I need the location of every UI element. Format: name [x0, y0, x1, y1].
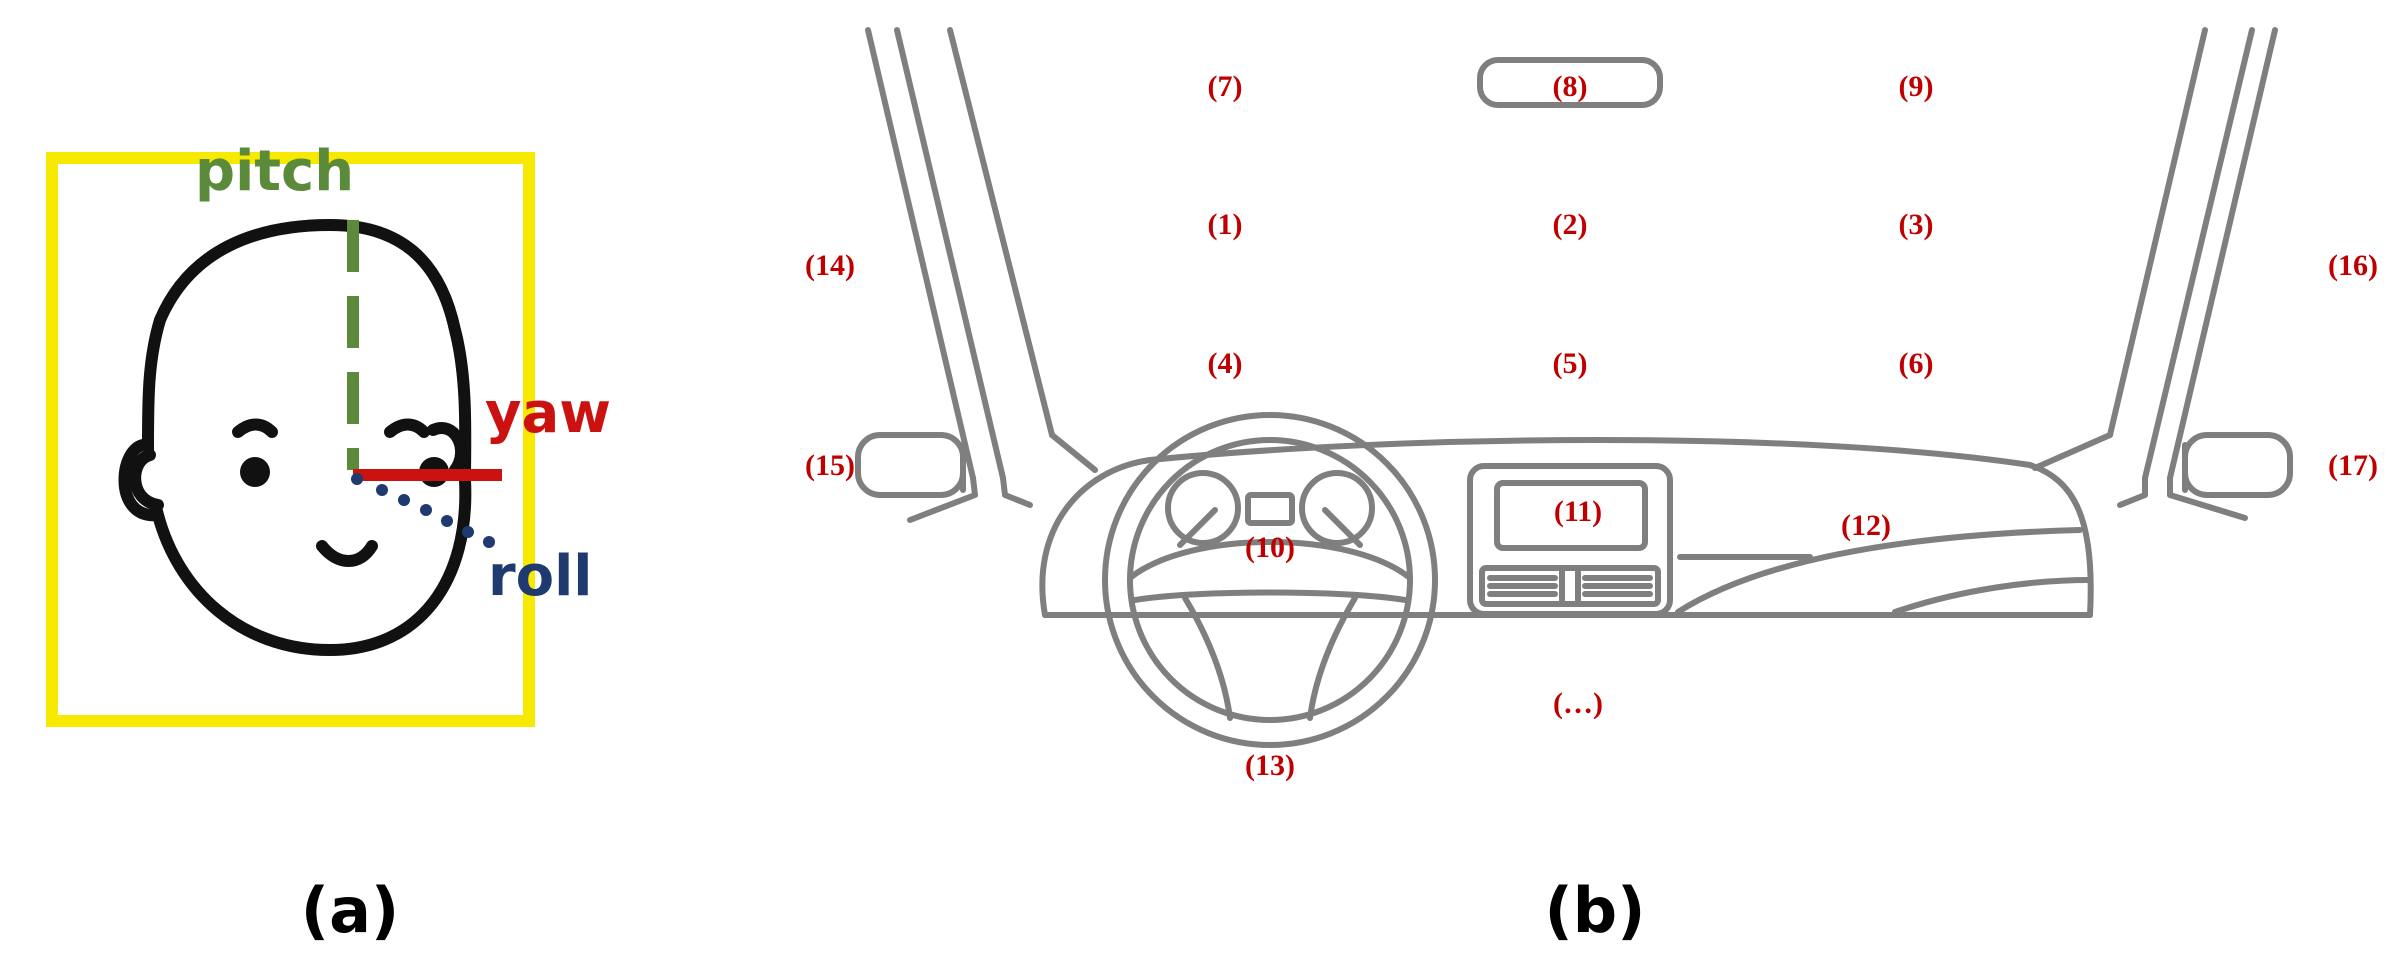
pitch-label: pitch [195, 139, 354, 204]
right-a-pillar-inner [2107, 27, 2208, 438]
region-label-3: (3) [1899, 208, 1934, 241]
region-label-15: (15) [805, 449, 855, 482]
region-label-9: (9) [1899, 70, 1934, 103]
rear-view-mirror [1477, 57, 1663, 108]
region-label-8: (8) [1553, 70, 1588, 103]
region-label-5: (5) [1553, 347, 1588, 380]
region-labels: (7) (8) (9) (1) (2) (3) (14) (16) (4) (5… [805, 70, 2378, 782]
left-eye [240, 457, 270, 487]
right-side-mirror [2182, 432, 2293, 498]
right-gauge [1299, 470, 1375, 546]
head-icon [118, 218, 472, 657]
region-label-more: (…) [1553, 687, 1603, 720]
left-a-pillar-inner [947, 27, 1055, 438]
region-label-2: (2) [1553, 208, 1588, 241]
region-label-16: (16) [2328, 249, 2378, 282]
left-a-pillar-outer [865, 27, 976, 481]
region-label-10: (10) [1245, 531, 1295, 564]
center-console [1467, 463, 1673, 617]
infotainment-screen [1494, 480, 1648, 551]
left-side-mirror [855, 432, 966, 498]
yaw-label: yaw [485, 381, 611, 446]
left-gauge [1165, 470, 1241, 546]
right-a-pillar-outer [2167, 27, 2278, 481]
region-label-1: (1) [1208, 208, 1243, 241]
roll-axis [351, 473, 495, 548]
region-label-17: (17) [2328, 449, 2378, 482]
roll-label: roll [488, 544, 592, 609]
region-label-4: (4) [1208, 347, 1243, 380]
car-interior-drawing [855, 27, 2293, 748]
right-a-pillar-mid [2142, 27, 2255, 481]
region-label-13: (13) [1245, 749, 1295, 782]
steering-wheel [1102, 412, 1438, 748]
dashboard-top [1147, 437, 2033, 468]
face-bounding-box [46, 152, 535, 727]
left-a-pillar-mid [894, 27, 1006, 481]
region-label-14: (14) [805, 249, 855, 282]
region-label-7: (7) [1208, 70, 1243, 103]
air-vents [1479, 565, 1661, 607]
panel-a: pitch yaw roll (a) [46, 139, 611, 947]
panel-a-caption: (a) [301, 874, 400, 947]
region-label-6: (6) [1899, 347, 1934, 380]
panel-b: (7) (8) (9) (1) (2) (3) (14) (16) (4) (5… [805, 27, 2378, 947]
region-label-12: (12) [1841, 509, 1891, 542]
panel-b-caption: (b) [1544, 874, 1645, 947]
center-display [1245, 492, 1295, 526]
region-label-11: (11) [1554, 495, 1602, 528]
